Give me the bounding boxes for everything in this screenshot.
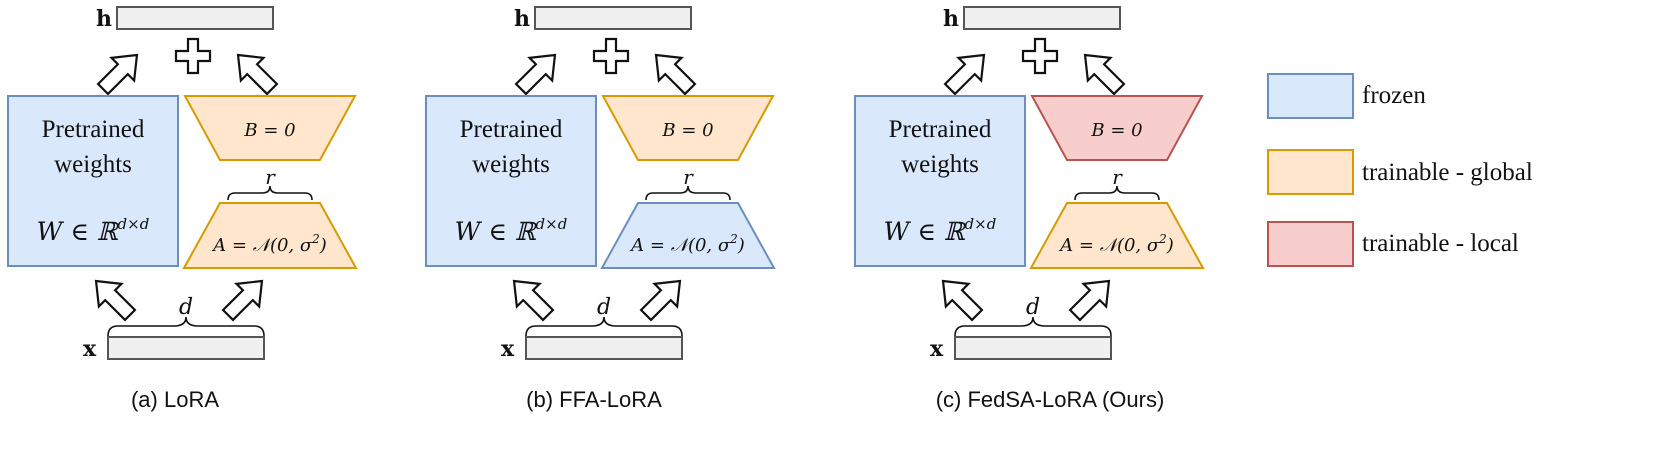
weights-label: weights xyxy=(901,151,979,178)
a-matrix-tail: ) xyxy=(737,235,745,256)
a-matrix-tail: ) xyxy=(319,235,327,256)
a-matrix-main: A = 𝒩(0, σ xyxy=(211,235,313,256)
h-label: h xyxy=(514,6,530,32)
lora-a-matrix xyxy=(1029,202,1205,269)
legend-swatch-trainable-global xyxy=(1267,149,1354,195)
a-matrix-sup: 2 xyxy=(729,232,738,246)
r-brace xyxy=(227,185,313,201)
legend: frozen trainable - global trainable - lo… xyxy=(1267,73,1533,267)
weight-matrix-sup: d×d xyxy=(965,215,997,233)
d-brace xyxy=(525,316,683,337)
a-matrix-sup: 2 xyxy=(311,232,320,246)
a-matrix-label: A = 𝒩(0, σ2) xyxy=(1058,232,1174,256)
panel-caption: (a) LoRA xyxy=(131,387,219,412)
weight-matrix-main: W ∈ ℝ xyxy=(884,217,967,246)
lora-b-matrix xyxy=(1030,95,1204,161)
panel-lora: h Pretrained weights W ∈ ℝd×d B = 0 r A … xyxy=(7,6,358,412)
arrow-up-left-icon xyxy=(1083,53,1126,96)
a-matrix-sup: 2 xyxy=(1158,232,1167,246)
r-label: r xyxy=(265,165,276,189)
pretrained-weights-block xyxy=(854,95,1026,267)
r-label: r xyxy=(1112,165,1123,189)
arrow-up-right-icon xyxy=(1068,279,1111,322)
h-label: h xyxy=(943,6,959,32)
pretrained-weights-block xyxy=(425,95,597,267)
arrow-up-right-icon xyxy=(943,53,986,96)
d-label: d xyxy=(597,295,611,320)
panel-caption: (c) FedSA-LoRA (Ours) xyxy=(936,387,1165,412)
b-matrix-label: B = 0 xyxy=(243,120,295,141)
arrow-up-right-icon xyxy=(514,53,557,96)
a-matrix-label: A = 𝒩(0, σ2) xyxy=(211,232,327,256)
lora-b-matrix xyxy=(183,95,357,161)
weight-matrix-main: W ∈ ℝ xyxy=(37,217,120,246)
x-label: x xyxy=(83,336,97,362)
pretrained-weights-block xyxy=(7,95,179,267)
legend-label-trainable-global: trainable - global xyxy=(1362,159,1533,186)
arrow-up-right-icon xyxy=(221,279,264,322)
h-label: h xyxy=(96,6,112,32)
arrow-up-left-icon xyxy=(941,279,984,322)
arrow-up-left-icon xyxy=(236,53,279,96)
lora-a-matrix xyxy=(600,202,776,269)
panel-fedsa-lora: h Pretrained weights W ∈ ℝd×d B = 0 r A … xyxy=(854,6,1205,412)
lora-b-matrix xyxy=(601,95,775,161)
pretrained-label: Pretrained xyxy=(889,116,992,143)
plus-icon xyxy=(592,37,630,75)
panel-ffa-lora: h Pretrained weights W ∈ ℝd×d B = 0 r A … xyxy=(425,6,776,412)
plus-icon xyxy=(174,37,212,75)
h-output-vector xyxy=(534,6,692,30)
d-label: d xyxy=(1026,295,1040,320)
weight-matrix-label: W ∈ ℝd×d xyxy=(455,215,568,246)
pretrained-label: Pretrained xyxy=(460,116,563,143)
b-matrix-label: B = 0 xyxy=(661,120,713,141)
weight-matrix-sup: d×d xyxy=(118,215,150,233)
h-output-vector xyxy=(116,6,274,30)
arrow-up-right-icon xyxy=(639,279,682,322)
panel-caption: (b) FFA-LoRA xyxy=(526,387,662,412)
a-matrix-tail: ) xyxy=(1166,235,1174,256)
weight-matrix-sup: d×d xyxy=(536,215,568,233)
a-matrix-main: A = 𝒩(0, σ xyxy=(1058,235,1160,256)
r-label: r xyxy=(683,165,694,189)
pretrained-label: Pretrained xyxy=(42,116,145,143)
d-label: d xyxy=(179,295,193,320)
x-input-vector xyxy=(107,336,265,360)
weights-label: weights xyxy=(472,151,550,178)
legend-label-trainable-local: trainable - local xyxy=(1362,230,1519,257)
x-input-vector xyxy=(525,336,683,360)
arrow-up-left-icon xyxy=(654,53,697,96)
legend-swatch-trainable-local xyxy=(1267,221,1354,267)
x-label: x xyxy=(501,336,515,362)
d-brace xyxy=(954,316,1112,337)
a-matrix-label: A = 𝒩(0, σ2) xyxy=(629,232,745,256)
legend-label-frozen: frozen xyxy=(1362,82,1426,109)
weight-matrix-label: W ∈ ℝd×d xyxy=(884,215,997,246)
r-brace xyxy=(1074,185,1160,201)
d-brace xyxy=(107,316,265,337)
legend-swatch-frozen xyxy=(1267,73,1354,119)
arrow-up-left-icon xyxy=(512,279,555,322)
b-matrix-label: B = 0 xyxy=(1090,120,1142,141)
plus-icon xyxy=(1021,37,1059,75)
arrow-up-right-icon xyxy=(96,53,139,96)
x-label: x xyxy=(930,336,944,362)
r-brace xyxy=(645,185,731,201)
arrow-up-left-icon xyxy=(94,279,137,322)
a-matrix-main: A = 𝒩(0, σ xyxy=(629,235,731,256)
weight-matrix-label: W ∈ ℝd×d xyxy=(37,215,150,246)
lora-a-matrix xyxy=(182,202,358,269)
weights-label: weights xyxy=(54,151,132,178)
h-output-vector xyxy=(963,6,1121,30)
weight-matrix-main: W ∈ ℝ xyxy=(455,217,538,246)
x-input-vector xyxy=(954,336,1112,360)
